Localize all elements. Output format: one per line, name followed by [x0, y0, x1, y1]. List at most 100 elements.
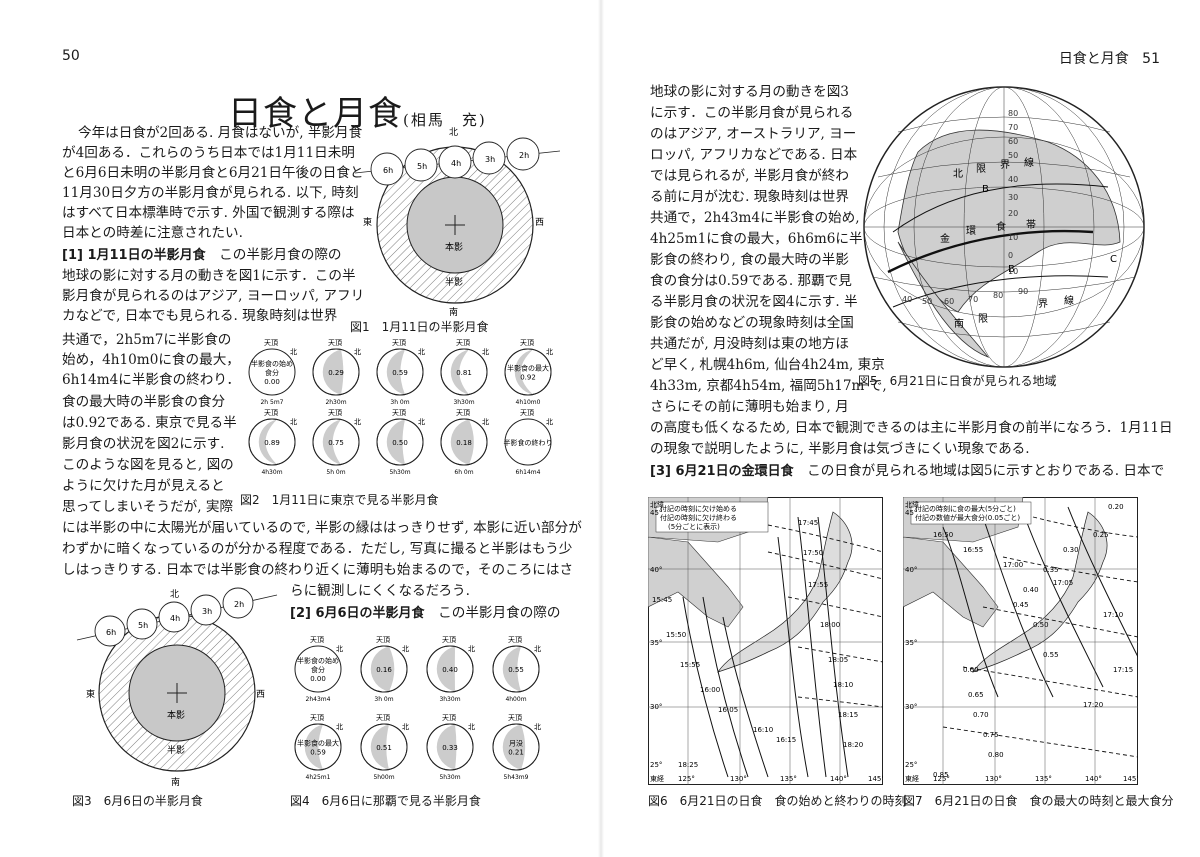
- magnitude-label: 0.40: [442, 666, 458, 674]
- lon-axis-label: 145°: [868, 775, 883, 783]
- magnitude-label: 0.50: [392, 439, 408, 447]
- north-label: 北: [482, 348, 489, 356]
- map-label: 0.75: [983, 731, 999, 739]
- text-line: はすべて日本標準時で示す. 外国で観測する際は: [62, 205, 355, 221]
- lon-label: 50: [922, 297, 932, 306]
- north-label: 北: [449, 127, 458, 138]
- fig4-caption: 図4 6月6日に那覇で見る半影月食: [290, 794, 481, 808]
- map-label: 16:55: [963, 546, 983, 554]
- time-label: 3h 0m: [374, 696, 393, 703]
- globe-label: B: [982, 184, 989, 195]
- magnitude-label: 0.55: [508, 666, 524, 674]
- map-label: 17:05: [1053, 579, 1073, 587]
- lon-label: 60: [944, 297, 954, 306]
- lat-axis-label: 40°: [905, 566, 917, 574]
- magnitude-label: 半影食の最大: [297, 739, 339, 748]
- time-label: 5h43m9: [504, 774, 529, 781]
- text-line: は0.92である. 東京で見る半: [62, 415, 237, 431]
- text-line: 影月食が見られるのはアジア, ヨーロッパ, アフリ: [62, 288, 365, 304]
- lat-label: 10: [1008, 233, 1018, 242]
- north-label: 北: [290, 418, 297, 426]
- magnitude-label: 0.16: [376, 666, 392, 674]
- lon-axis-label: 135°: [780, 775, 797, 783]
- north-label: 北: [468, 645, 475, 653]
- map-label: 0.35: [1043, 566, 1059, 574]
- map-label: 15:50: [666, 631, 686, 639]
- lat-axis-label: 35°: [650, 639, 662, 647]
- zenith-label: 天頂: [310, 714, 324, 722]
- globe-label: B: [1008, 264, 1015, 275]
- time-label: 3h30m: [439, 696, 460, 703]
- fig6-japan-contact-map: 付記の時刻に欠け始める 付記の時刻に欠け終わる (5分ごとに表示) 17:451…: [648, 497, 883, 785]
- fig7-japan-maximum-map: 付記の時刻に食の最大(5分ごと) 付記の数値が最大食分(0.05ごと) 16:5…: [903, 497, 1138, 785]
- time-label: 3h 0m: [390, 399, 409, 406]
- magnitude-label: 0.29: [328, 369, 344, 377]
- map-label: 0.25: [1093, 531, 1109, 539]
- north-label: 北: [402, 645, 409, 653]
- time-label: 2h30m: [325, 399, 346, 406]
- lat-label: 80: [1008, 109, 1018, 118]
- hour-label: 6h: [383, 166, 393, 175]
- text-line: ロッパ, アフリカなどである. 日本: [650, 147, 858, 163]
- time-label: 5h30m: [439, 774, 460, 781]
- section-heading-1: [1] 1月11日の半影月食 この半影月食の際の: [62, 247, 342, 263]
- fig1-shadow-diagram: 6h 5h 4h 3h 2h 北 東 西 本影 半影 南: [354, 127, 561, 318]
- map-label: 17:45: [798, 519, 818, 527]
- text-line: に示す．この半影月食が見られる: [650, 105, 854, 121]
- text-line: 11月30日夕方の半影月食が見られる. 以下, 時刻: [62, 185, 359, 201]
- text-line: 日本との時差に注意されたい.: [62, 225, 243, 241]
- map-label: 17:15: [1113, 666, 1133, 674]
- magnitude-label: 0.75: [328, 439, 344, 447]
- north-label: 北: [354, 418, 361, 426]
- map-label: 16:10: [753, 726, 773, 734]
- hour-label: 2h: [519, 151, 529, 160]
- zenith-label: 天頂: [520, 339, 534, 347]
- lat-label: 40: [1008, 175, 1018, 184]
- zenith-label: 天頂: [508, 636, 522, 644]
- north-label: 北: [534, 645, 541, 653]
- lon-label: 80: [993, 291, 1003, 300]
- map-label: 16:05: [718, 706, 738, 714]
- lat-axis-label: 40°: [650, 566, 662, 574]
- north-label: 北: [170, 589, 179, 600]
- text-line: 6h14m4に半影食の終わり．: [62, 372, 241, 388]
- north-label: 北: [402, 723, 409, 731]
- lon-axis-label: 125°: [933, 775, 950, 783]
- time-label: 4h10m0: [516, 399, 541, 406]
- text-line: の現象で説明したように, 半影月食は気づきにくい現象である.: [650, 441, 1030, 457]
- penumbra-label: 半影: [445, 276, 463, 288]
- magnitude-label: 食分: [265, 368, 279, 377]
- map-label: 16:00: [700, 686, 720, 694]
- lon-axis-label: 東経: [905, 774, 919, 783]
- fig3-shadow-diagram: 6h 5h 4h 3h 2h 北 東 西 本影 半影 南: [76, 587, 278, 788]
- zenith-label: 天頂: [392, 339, 406, 347]
- zenith-label: 天頂: [442, 714, 456, 722]
- section-heading-2: [2] 6月6日の半影月食 この半影月食の際の: [290, 605, 561, 621]
- text-line: 始め，4h10m0に食の最大，: [62, 352, 240, 368]
- lat-label: 70: [1008, 123, 1018, 132]
- text-line: しはっきりする. 日本では半影食の終わり近くに薄明も始まるので，そのころにはさ: [62, 562, 574, 578]
- text-line: る半影月食の状況を図4に示す. 半: [650, 294, 858, 310]
- east-label: 東: [86, 688, 95, 700]
- text-line: が4回ある．これらのうち日本では1月11日未明: [62, 145, 355, 161]
- text-line: このような図を見ると, 図の: [62, 457, 234, 473]
- legend-line: (5分ごとに表示): [668, 522, 720, 531]
- time-label: 4h30m: [261, 469, 282, 476]
- fig1-caption: 図1 1月11日の半影月食: [350, 320, 489, 334]
- magnitude-label: 0.00: [310, 675, 326, 683]
- fig2-caption: 図2 1月11日に東京で見る半影月食: [240, 493, 439, 507]
- author: (相馬 充): [403, 111, 487, 129]
- map-label: 0.85: [933, 771, 949, 779]
- running-title: 日食と月食: [1058, 51, 1129, 67]
- text-line: 地球の影に対する月の動きを図3: [650, 84, 849, 100]
- zenith-label: 天頂: [392, 409, 406, 417]
- north-label: 北: [546, 418, 553, 426]
- time-label: 2h 5m7: [260, 399, 283, 406]
